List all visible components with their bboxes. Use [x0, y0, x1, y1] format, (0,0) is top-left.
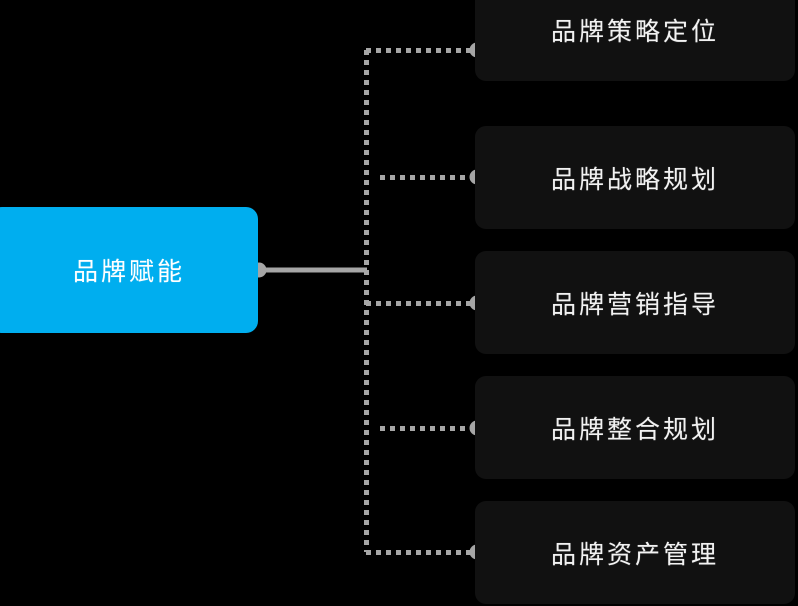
branch-node-label-5: 品牌资产管理: [550, 541, 719, 569]
branch-node-label-2: 品牌战略规划: [550, 166, 719, 194]
branch-node-1[interactable]: 品牌策略定位: [475, 0, 795, 81]
branch-node-label-4: 品牌整合规划: [550, 416, 719, 444]
branch-node-label-1: 品牌策略定位: [550, 18, 719, 46]
branch-node-2[interactable]: 品牌战略规划: [475, 126, 795, 229]
branch-node-4[interactable]: 品牌整合规划: [475, 376, 795, 479]
branch-node-5[interactable]: 品牌资产管理: [475, 501, 795, 604]
root-node-label: 品牌赋能: [72, 259, 185, 286]
root-node[interactable]: 品牌赋能: [0, 207, 258, 333]
branch-node-label-3: 品牌营销指导: [550, 291, 719, 319]
branch-node-3[interactable]: 品牌营销指导: [475, 251, 795, 354]
